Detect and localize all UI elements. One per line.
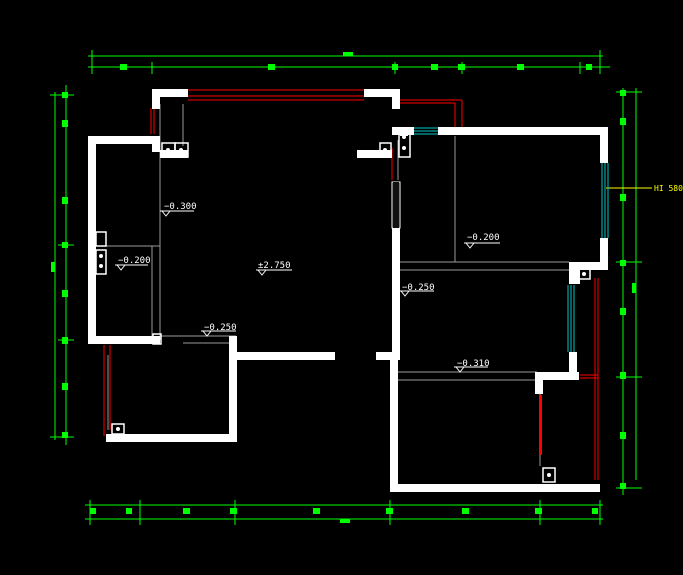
level-corridor: −0.250 (204, 323, 237, 333)
level-markers (115, 210, 500, 373)
leader-label: HI 580 (654, 184, 683, 193)
openings (335, 181, 401, 359)
walls (88, 89, 608, 492)
windows (88, 127, 609, 352)
level-west-closet: −0.200 (118, 256, 151, 266)
columns (95, 128, 591, 483)
level-main-hall: ±2.750 (258, 261, 291, 271)
level-west-room: −0.300 (164, 202, 197, 212)
level-east-mid: −0.250 (402, 283, 435, 293)
level-ne-room: −0.200 (467, 233, 500, 243)
level-se-room: −0.310 (457, 359, 490, 369)
railings (103, 89, 599, 480)
dimension-ticks (51, 52, 636, 523)
dimension-lines (50, 50, 652, 525)
column-dots (99, 135, 586, 477)
thin-lines (97, 104, 569, 466)
